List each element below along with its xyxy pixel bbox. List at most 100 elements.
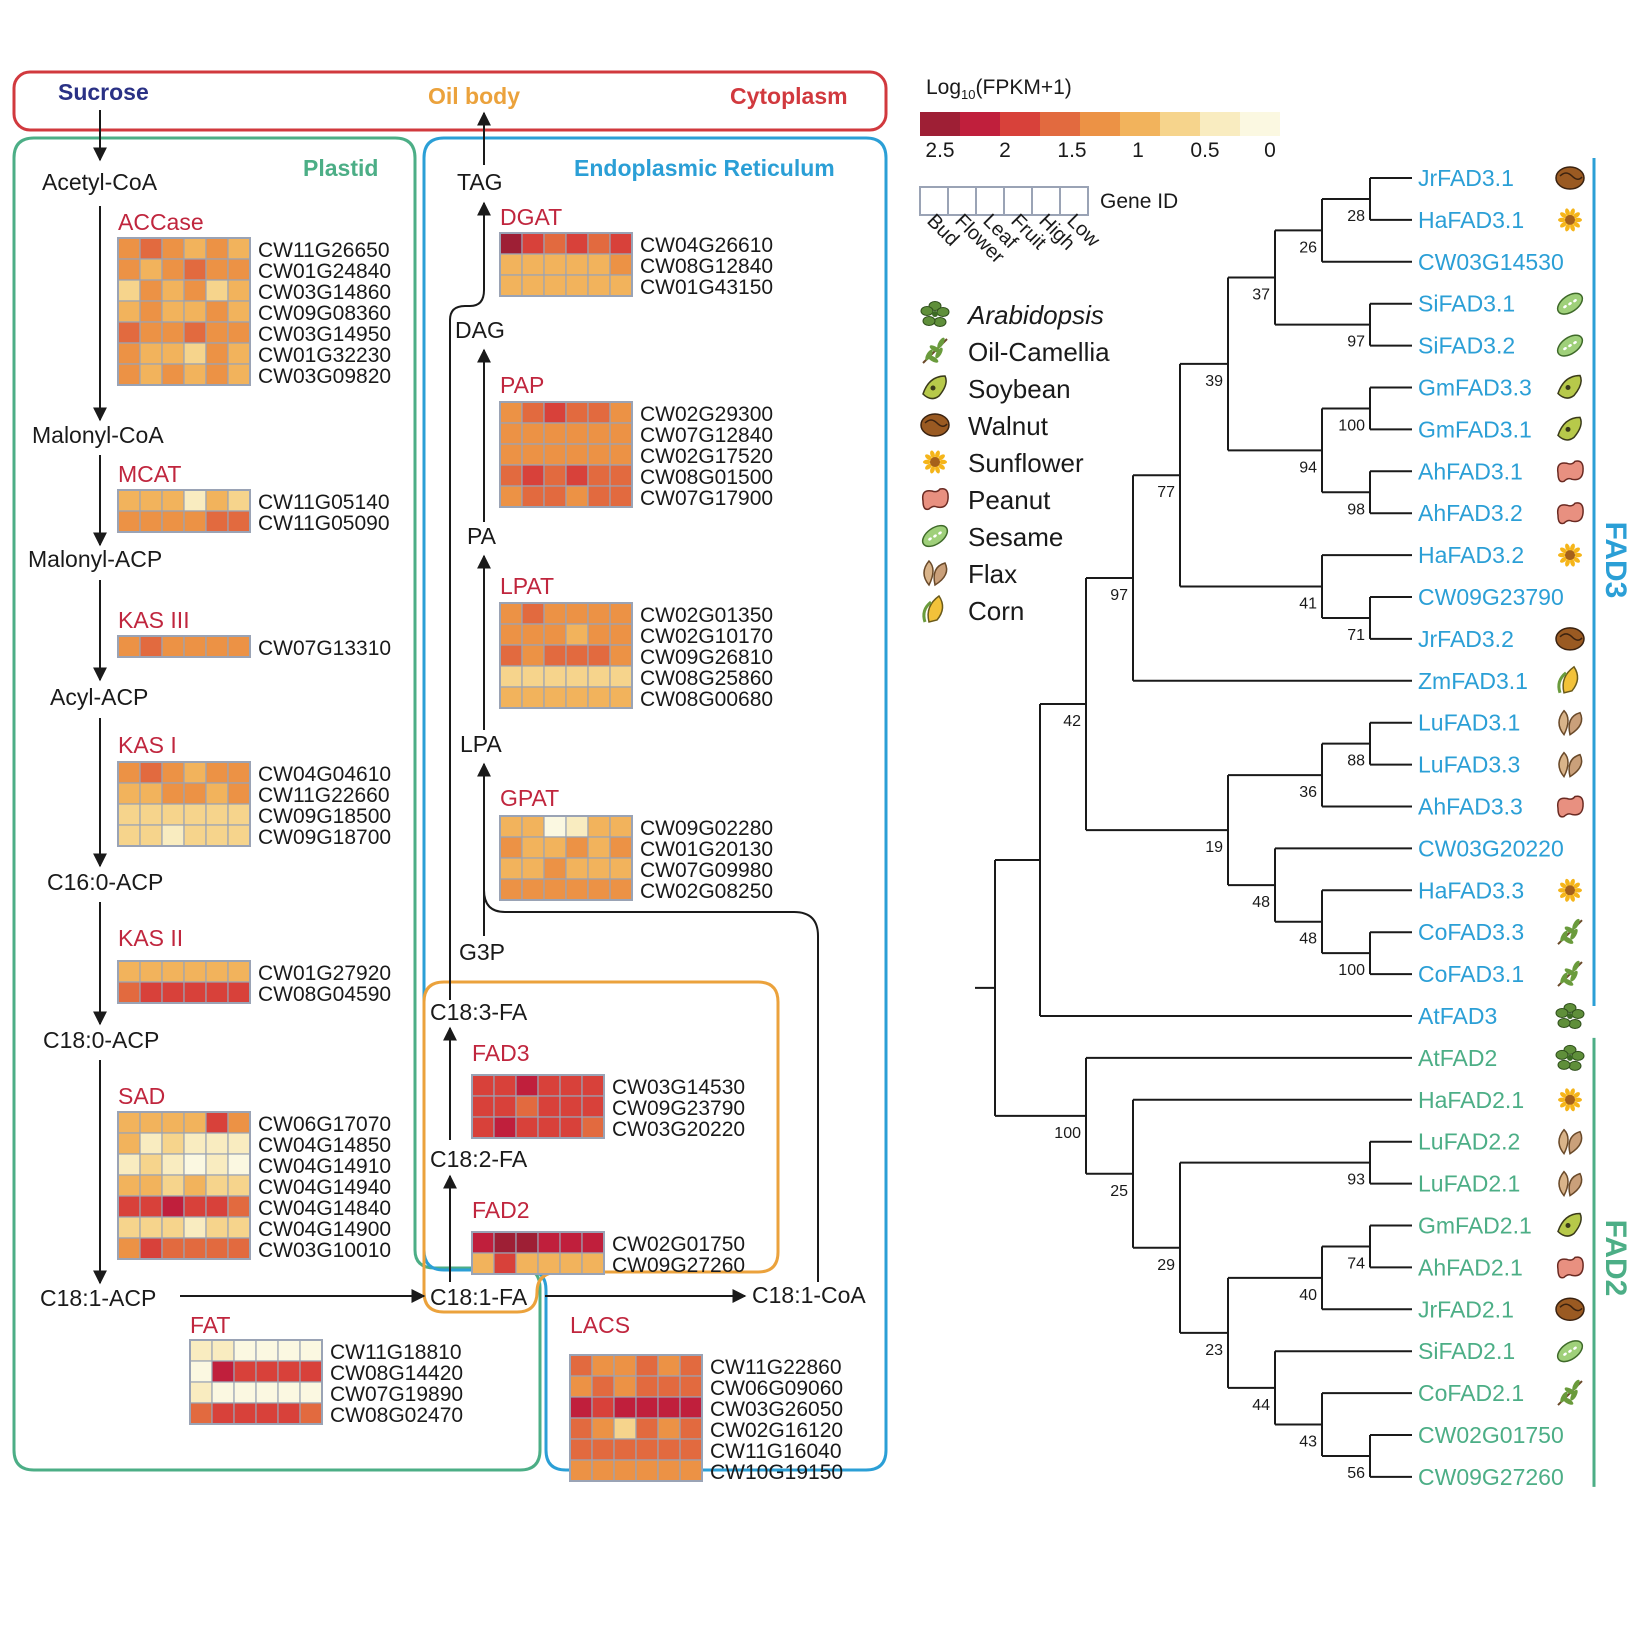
heatmap-cell [205,803,229,826]
heatmap-cell [139,761,163,784]
heatmap-cell [587,443,611,466]
heatmap-cell [139,635,163,658]
heatmap-cell [635,1438,659,1461]
heatmap-cell [493,1095,517,1118]
metabolite-c181-coa: C18:1-CoA [752,1282,866,1308]
heatmap-cell [139,1216,163,1239]
heatmap-cell [117,342,141,365]
heatmap-cell [679,1354,703,1377]
legend-swatch [920,112,960,136]
heatmap-cell [227,1111,251,1134]
heatmap-cell [499,857,523,880]
gene-id-label: CW02G01350 [640,604,773,627]
heatmap-cell [587,836,611,859]
gene-id-label: CW11G16040 [710,1440,842,1463]
bootstrap-value: 39 [1205,373,1223,390]
heatmap-cell [565,836,589,859]
enzyme-label: GPAT [500,785,559,811]
sesame-icon [1556,334,1584,357]
heatmap-cell [521,464,545,487]
legend-swatch [1240,112,1280,136]
heatmap-cell [227,1216,251,1239]
heatmap-cell [117,1111,141,1134]
phylogenetic-tree: 2826973710098943971417797883610048481942… [975,158,1632,1490]
heatmap-cell [591,1354,615,1377]
gene-id-label: CW07G13310 [258,637,391,660]
heatmap-cell [565,253,589,276]
enzyme-label: DGAT [500,204,562,230]
metabolite-c182-fa: C18:2-FA [430,1146,528,1172]
heatmap-cell [183,824,207,847]
metabolite-c181-acp: C18:1-ACP [40,1285,156,1311]
heatmap-cell [565,443,589,466]
er-box [422,136,888,1472]
heatmap-cell [521,686,545,709]
heatmap-cell [543,602,567,625]
arrow-c183-dag [449,201,491,1000]
heatmap-cell [227,635,251,658]
heatmap-cell [591,1417,615,1440]
gene-id-label: CW08G25860 [640,667,773,690]
heatmap-cell [609,665,633,688]
heatmap-cell [581,1252,605,1275]
legend-gene-cell [1003,186,1033,216]
tree-leaf-label: AtFAD3 [1418,1003,1497,1029]
heatmap-cell [521,401,545,424]
heatmap-cell [139,960,163,983]
bootstrap-value: 71 [1347,627,1365,644]
tree-leaf-label: AhFAD2.1 [1418,1254,1523,1280]
heatmap-cell [139,279,163,302]
heatmap-cell [543,878,567,901]
heatmap-cell [635,1459,659,1482]
camellia-icon [1557,1379,1583,1406]
heatmap-cell [183,803,207,826]
heatmap-cell [657,1438,681,1461]
legend-swatch [960,112,1000,136]
gene-id-label: CW04G26610 [640,234,773,257]
tree-leaf-label: SiFAD2.1 [1418,1338,1515,1364]
gene-id-label: CW08G04590 [258,983,391,1006]
legend-tick: 2.5 [925,139,954,162]
heatmap-cell [609,422,633,445]
heatmap-cell [569,1459,593,1482]
bootstrap-value: 100 [1338,962,1365,979]
gene-id-label: CW08G00680 [640,688,773,711]
heatmap-cell [543,665,567,688]
heatmap-cell [521,878,545,901]
heatmap-cell [587,665,611,688]
heatmap-cell [499,401,523,424]
heatmap-cell [499,274,523,297]
walnut-icon [1555,166,1585,190]
heatmap-cell [255,1402,279,1425]
walnut-icon [920,413,950,437]
tree-leaf-label: JrFAD3.2 [1418,626,1514,652]
gene-id-label: CW04G14840 [258,1197,391,1220]
heatmap-cell [161,635,185,658]
gene-id-label: CW09G26810 [640,646,773,669]
tree-leaf-label: GmFAD2.1 [1418,1213,1532,1239]
heatmap-cell [565,644,589,667]
heatmap-cell [205,342,229,365]
soybean-icon [1557,416,1582,441]
bootstrap-value: 43 [1299,1434,1317,1451]
heatmap-cell [161,363,185,386]
heatmap-cell [499,464,523,487]
legend-gene-id: Gene ID [1100,190,1178,213]
heatmap-cell [255,1339,279,1362]
heatmap-border [117,761,251,847]
tree-leaf-label: JrFAD2.1 [1418,1296,1514,1322]
legend-species-label: Peanut [968,485,1051,515]
plastid-label: Plastid [303,155,378,181]
heatmap-cell [183,1111,207,1134]
heatmap-cell [609,623,633,646]
heatmap-cell [521,815,545,838]
tree-leaf-label: HaFAD3.2 [1418,542,1524,568]
heatmap-cell [227,363,251,386]
heatmap-cell [499,232,523,255]
flax-icon [1558,751,1583,778]
heatmap-cell [205,300,229,323]
heatmap-cell [613,1459,637,1482]
